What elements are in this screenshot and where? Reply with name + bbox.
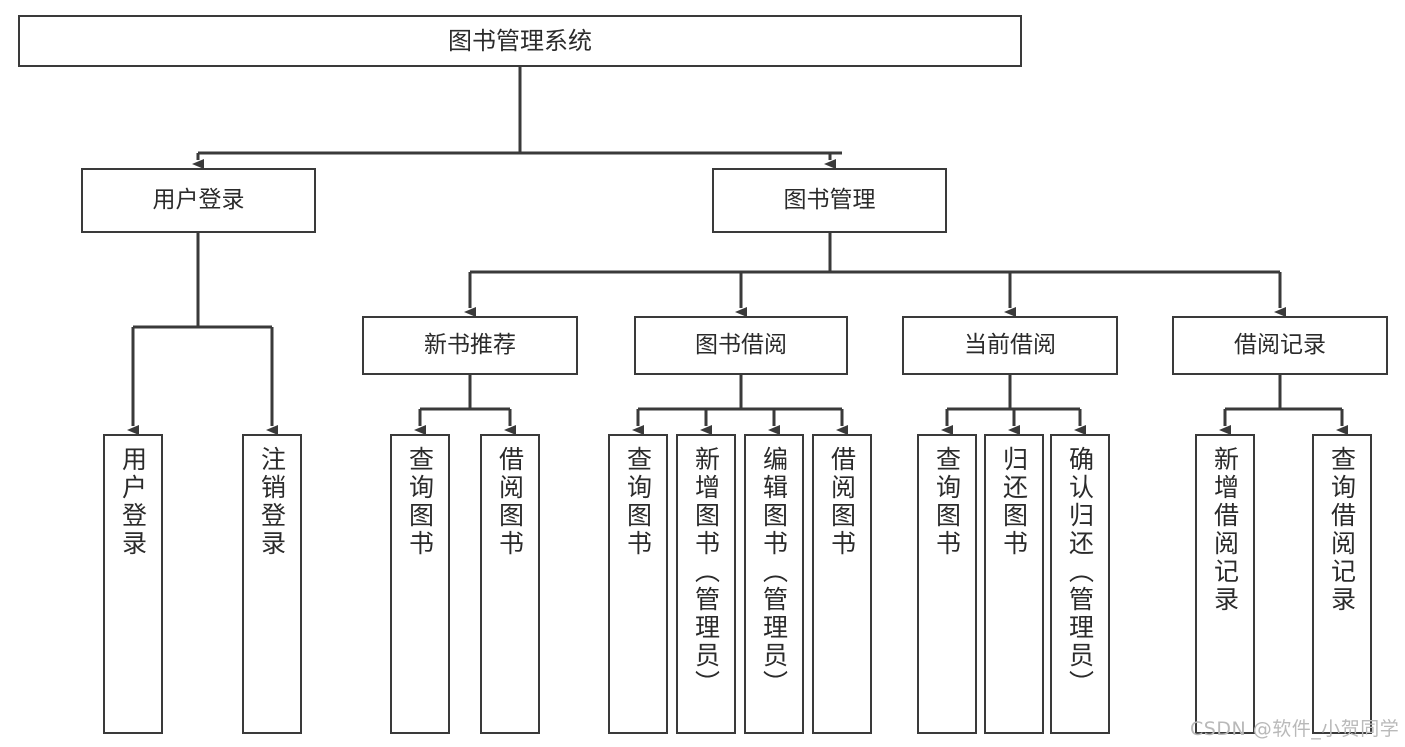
node-leaf-borrow-book-1[interactable]: 借阅图书 [480,434,540,734]
node-book-borrow-label: 图书借阅 [695,331,787,358]
node-book-manage-label: 图书管理 [783,186,876,213]
node-user-login[interactable]: 用户登录 [81,168,316,233]
node-leaf-query-book-2-label: 查询图书 [623,446,653,558]
node-leaf-query-book-1[interactable]: 查询图书 [390,434,450,734]
node-leaf-add-record-label: 新增借阅记录 [1210,446,1240,614]
node-book-borrow[interactable]: 图书借阅 [634,316,848,375]
node-new-book-rec[interactable]: 新书推荐 [362,316,578,375]
node-leaf-query-book-2[interactable]: 查询图书 [608,434,668,734]
node-leaf-query-book-3-label: 查询图书 [932,446,962,558]
node-leaf-query-record-label: 查询借阅记录 [1327,446,1357,614]
node-leaf-add-book[interactable]: 新增图书（管理员） [676,434,736,734]
node-borrow-record[interactable]: 借阅记录 [1172,316,1388,375]
csdn-watermark: CSDN @软件_小贺同学 [1190,718,1400,740]
node-leaf-user-logout[interactable]: 注销登录 [242,434,302,734]
node-current-borrow[interactable]: 当前借阅 [902,316,1118,375]
node-current-borrow-label: 当前借阅 [964,331,1056,358]
node-leaf-borrow-book-1-label: 借阅图书 [495,446,525,558]
node-leaf-user-logout-label: 注销登录 [257,446,287,558]
node-leaf-confirm-return-label: 确认归还（管理员） [1065,446,1095,698]
node-leaf-borrow-book-2[interactable]: 借阅图书 [812,434,872,734]
node-leaf-user-login-label: 用户登录 [118,446,148,558]
node-leaf-add-book-label: 新增图书（管理员） [691,446,721,698]
node-leaf-add-record[interactable]: 新增借阅记录 [1195,434,1255,734]
node-leaf-edit-book-label: 编辑图书（管理员） [759,446,789,698]
node-root-label: 图书管理系统 [448,26,592,55]
node-leaf-query-book-3[interactable]: 查询图书 [917,434,977,734]
node-leaf-borrow-book-2-label: 借阅图书 [827,446,857,558]
node-new-book-rec-label: 新书推荐 [424,331,516,358]
node-leaf-edit-book[interactable]: 编辑图书（管理员） [744,434,804,734]
node-leaf-confirm-return[interactable]: 确认归还（管理员） [1050,434,1110,734]
node-leaf-user-login[interactable]: 用户登录 [103,434,163,734]
node-leaf-query-book-1-label: 查询图书 [405,446,435,558]
node-user-login-label: 用户登录 [152,186,245,213]
node-leaf-return-book[interactable]: 归还图书 [984,434,1044,734]
node-leaf-return-book-label: 归还图书 [999,446,1029,558]
node-book-manage[interactable]: 图书管理 [712,168,947,233]
node-leaf-query-record[interactable]: 查询借阅记录 [1312,434,1372,734]
node-root[interactable]: 图书管理系统 [18,15,1022,67]
node-borrow-record-label: 借阅记录 [1234,331,1326,358]
